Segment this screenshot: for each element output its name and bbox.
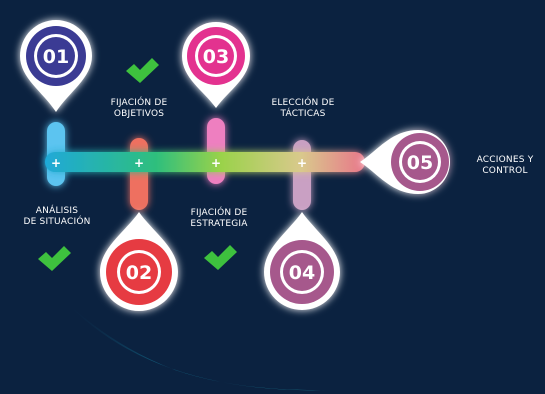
plus-icon: + [297, 156, 307, 170]
plus-icon: + [211, 156, 221, 170]
step-02-label-line2: OBJETIVOS [113, 109, 165, 119]
pin-04-center [283, 253, 321, 291]
pin-05-number: 05 [407, 152, 433, 174]
pin-01: 01 [20, 20, 92, 112]
stem-04 [293, 140, 311, 210]
step-03-label-line2: ESTRATEGIA [190, 219, 248, 229]
pin-03: 03 [182, 22, 250, 108]
pin-02-number: 02 [126, 262, 152, 284]
step-03-label-line1: FIJACIÓN DE [190, 208, 248, 218]
plus-markers: + + + + [51, 156, 307, 170]
stem-02 [130, 138, 148, 210]
timeline-bar [45, 152, 365, 172]
stem-03 [207, 118, 225, 184]
check-marks [38, 58, 237, 271]
step-04-label-line2: TÁCTICAS [280, 109, 326, 119]
pin-01-center [37, 37, 75, 75]
step-05-label-line2: CONTROL [482, 166, 528, 176]
pin-04-number: 04 [289, 262, 315, 284]
step-01-label-line1: ANÁLISIS [35, 206, 79, 216]
step-02-label: FIJACIÓN DE OBJETIVOS [96, 98, 182, 120]
step-03-label: FIJACIÓN DE ESTRATEGIA [176, 208, 262, 230]
pin-03-number: 03 [203, 46, 229, 68]
decorative-arc [60, 296, 330, 391]
pin-01-number: 01 [43, 46, 69, 68]
step-05-label: ACCIONES Y CONTROL [466, 155, 544, 177]
pin-05-center [402, 144, 438, 180]
step-04-label: ELECCIÓN DE TÁCTICAS [260, 98, 346, 120]
step-01-label-line2: DE SITUACIÓN [23, 217, 91, 227]
check-icon [38, 246, 71, 271]
pin-02-center [120, 253, 158, 291]
step-04-label-line1: ELECCIÓN DE [271, 98, 335, 108]
pin-02: 02 [100, 212, 178, 311]
step-05-label-line1: ACCIONES Y [476, 155, 534, 165]
plus-icon: + [51, 156, 61, 170]
step-01-label: ANÁLISIS DE SITUACIÓN [16, 206, 98, 228]
step-02-label-line1: FIJACIÓN DE [110, 98, 168, 108]
pin-03-center [198, 38, 234, 74]
pin-04: 04 [264, 212, 340, 310]
pin-05: 05 [360, 130, 450, 194]
plus-icon: + [134, 156, 144, 170]
check-icon [204, 245, 237, 270]
check-icon [126, 58, 159, 83]
